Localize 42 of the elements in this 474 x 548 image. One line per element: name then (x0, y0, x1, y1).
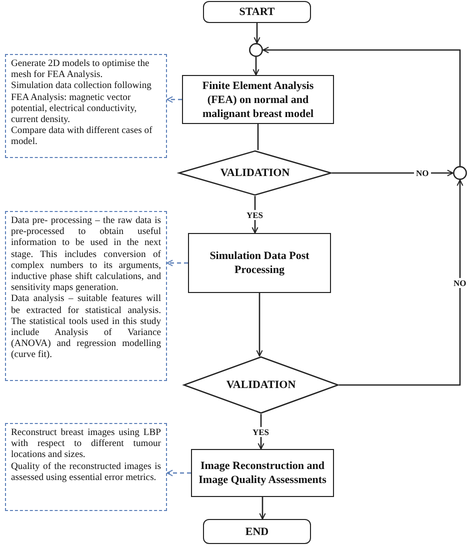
start-terminal (203, 1, 311, 23)
node-label: VALIDATION (225, 378, 297, 392)
edge-label: NO (452, 278, 468, 288)
arrow (252, 57, 260, 76)
note-text: Compare data with different cases of model. (11, 125, 154, 148)
connector-circle (249, 43, 263, 57)
edge-label: YES (250, 426, 272, 436)
note-text: Reconstruct breast images using LBP with respect to different tumour locations and sizes. (11, 427, 161, 461)
process-box (191, 449, 334, 497)
process-box (188, 233, 331, 293)
edge-label: NO (414, 168, 431, 178)
arrow (254, 23, 260, 44)
end-terminal (203, 519, 311, 544)
arrow (259, 497, 266, 520)
arrow (252, 196, 258, 234)
connector-circle (453, 166, 467, 180)
node-label: Image Reconstruction and Image Quality Assessments (198, 459, 328, 487)
decision-diamond (178, 150, 332, 196)
arrow (256, 293, 263, 356)
note-text: Data pre- processing – the raw data is pre-processed to obtain useful information to be used in the next stage. This includes conversion of complex numbers to its arguments, inductive phase shift calculations, and sensitivity maps generation. (11, 215, 161, 294)
arrow (258, 414, 264, 450)
node-label: Finite Element Analysis (FEA) on normal and malignant breast model (201, 78, 315, 120)
process-box (182, 75, 334, 124)
arrow (332, 170, 454, 176)
arrow (339, 180, 464, 386)
dashed-arrow (166, 96, 182, 103)
node-label: START (238, 5, 276, 19)
dashed-arrow (166, 260, 188, 266)
note-text: Quality of the reconstructed images is assessed using essential error metrics. (11, 460, 161, 484)
node-label: END (244, 524, 270, 538)
decision-diamond (183, 356, 339, 414)
arrow (262, 46, 461, 166)
edge-label: YES (244, 210, 266, 220)
node-label: VALIDATION (219, 166, 291, 180)
note-text: Data analysis – suitable features will be extracted for statistical analysis. The statistical tools used in this study include Analysis of Variance (ANOVA) and regression modelling (curve fit). (11, 293, 161, 361)
note-box (5, 423, 167, 511)
note-text: Generate 2D models to optimise the mesh for FEA Analysis. (11, 58, 150, 80)
note-box (5, 211, 167, 381)
note-text: Simulation data collection following FEA Analysis: magnetic vector potential, electrical conductivity, current density. (11, 80, 152, 126)
note-box (5, 54, 167, 158)
node-label: Simulation Data Post Processing (208, 249, 310, 277)
dashed-arrow (166, 470, 191, 476)
